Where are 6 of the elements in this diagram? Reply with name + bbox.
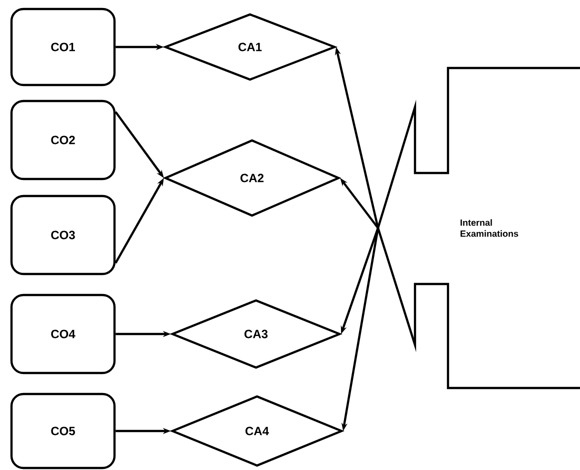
process-box: CO3	[10, 194, 116, 276]
process-box: CO4	[10, 294, 116, 374]
examination-block: Internal Examinations	[376, 66, 580, 390]
process-box: CO1	[10, 8, 116, 86]
process-box: CO2	[10, 100, 116, 180]
process-box: CO5	[10, 392, 116, 470]
